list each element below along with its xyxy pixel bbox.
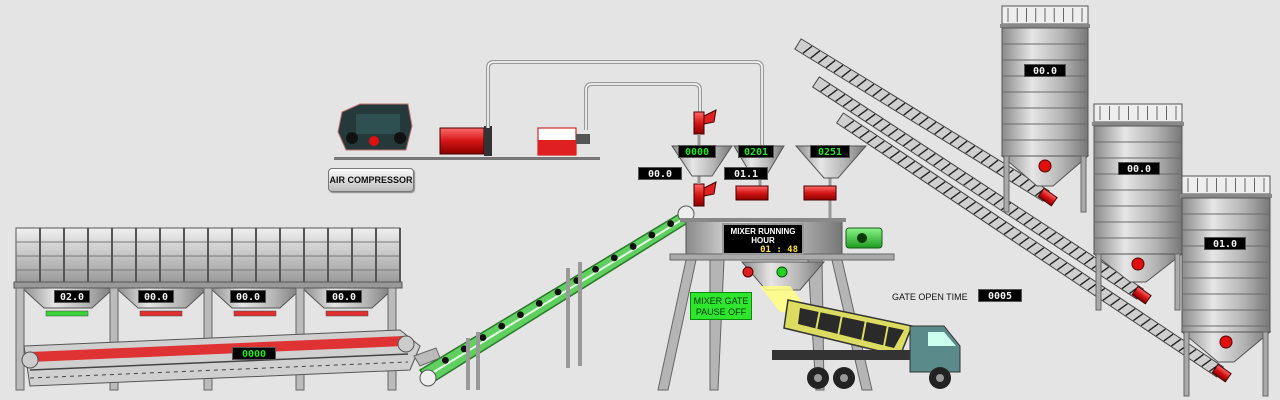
cement-silo-2 <box>1092 103 1184 311</box>
conveyor-roller <box>498 322 506 330</box>
screw-discharge-valve-2-icon <box>1131 285 1152 305</box>
bin-2-status-bar <box>139 310 183 317</box>
silo-3-level-icon <box>1219 335 1233 349</box>
mixer-running-hour-value: 01 : 48 <box>760 245 798 255</box>
silo-1-display: 00.0 <box>1024 64 1066 77</box>
compressor-platform <box>334 157 600 160</box>
conveyor-roller <box>610 254 618 262</box>
aggregate-bin-hopper <box>13 227 403 289</box>
bin-4-status-bar <box>325 310 369 317</box>
conveyor-roller <box>648 231 656 239</box>
conveyor-roller <box>479 334 487 341</box>
feeder-motors <box>735 185 837 201</box>
hopper-1-counter: 0000 <box>678 145 716 158</box>
conveyor-roller <box>460 345 468 353</box>
air-pipe <box>486 60 764 146</box>
conveyor-roller <box>629 243 637 250</box>
mixer-gate-pause-button[interactable]: MIXER GATE PAUSE OFF <box>690 292 752 320</box>
bin-3-status-bar <box>233 310 277 317</box>
feeder-valve-1-icon <box>693 109 717 135</box>
additive-weight-display: 01.1 <box>724 167 768 180</box>
conveyor-roller <box>517 311 524 319</box>
mixer-motor <box>845 227 883 249</box>
cement-silo-1 <box>1000 5 1090 213</box>
air-compressor-button[interactable]: AIR COMPRESSOR <box>328 168 414 192</box>
screw-discharge-valve-1-icon <box>1037 187 1058 207</box>
conveyor-roller <box>535 299 543 307</box>
air-compressor <box>337 103 413 151</box>
screw-conveyors <box>794 38 1232 383</box>
bin-1-status-bar <box>45 310 89 317</box>
weigh-belt-conveyor <box>21 329 421 387</box>
screw-conveyor-2 <box>812 76 1144 300</box>
inclined-conveyor <box>413 205 695 390</box>
conveyor-roller <box>441 356 449 364</box>
conveyor-roller <box>592 265 599 273</box>
air-dryer <box>439 126 492 156</box>
mixer-panel-title: MIXER RUNNING HOUR <box>730 227 796 245</box>
conveyor-roller <box>554 288 562 296</box>
silo-2-display: 00.0 <box>1118 162 1160 175</box>
hopper-2-counter: 0201 <box>738 145 774 158</box>
silo-3-display: 01.0 <box>1204 237 1246 250</box>
hopper-3-counter: 0251 <box>810 145 850 158</box>
mixer-running-hour-panel: MIXER RUNNING HOUR 01 : 48 <box>722 223 804 255</box>
water-weight-display: 00.0 <box>638 167 682 180</box>
screw-conveyor-1 <box>794 38 1050 202</box>
cement-silo-3 <box>1180 175 1272 397</box>
transit-mixer-truck <box>772 299 961 389</box>
mixer-gate-green-icon <box>776 266 788 278</box>
air-receiver-tank <box>537 127 590 156</box>
conveyor-roller <box>667 220 675 228</box>
compressor-status-icon <box>369 136 379 146</box>
gate-open-time-label: GATE OPEN TIME <box>892 292 968 302</box>
mixer-gate-red-icon <box>742 266 754 278</box>
bin-4-display: 00.0 <box>326 290 362 303</box>
belt-counter-display: 0000 <box>232 347 276 360</box>
bin-2-display: 00.0 <box>138 290 174 303</box>
bin-1-display: 02.0 <box>54 290 90 303</box>
feeder-valve-2-icon <box>693 181 717 207</box>
bin-3-display: 00.0 <box>230 290 266 303</box>
silo-2-level-icon <box>1131 257 1145 271</box>
silo-1-level-icon <box>1038 159 1052 173</box>
gate-open-time-display: 0005 <box>978 289 1022 302</box>
screw-conveyor-3 <box>835 112 1225 378</box>
air-pipe-highlight <box>487 61 763 146</box>
screw-discharge-valve-3-icon <box>1211 363 1232 383</box>
